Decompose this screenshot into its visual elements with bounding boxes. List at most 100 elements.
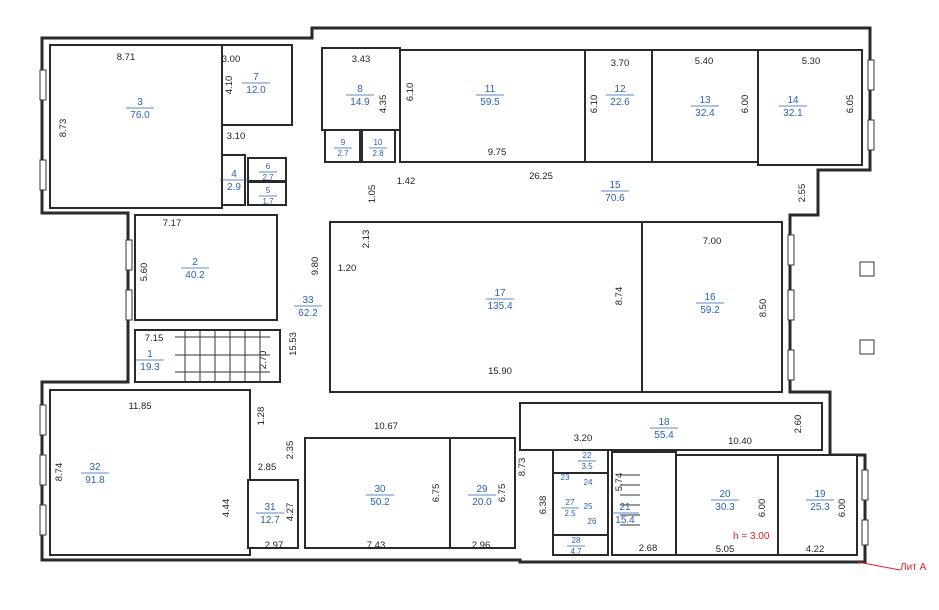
room-16 <box>641 221 783 393</box>
stairs <box>175 330 640 526</box>
room-number: 28 <box>572 536 581 545</box>
room-label-7: 712.0 <box>242 72 270 96</box>
room-label-8: 814.9 <box>346 84 374 108</box>
room-area: 12.7 <box>260 515 280 526</box>
room-area: 2.8 <box>372 149 384 158</box>
dimension-label: 1.28 <box>256 407 267 426</box>
room-number: 18 <box>658 417 670 428</box>
room-number: 22 <box>583 451 592 460</box>
room-number: 6 <box>266 162 271 171</box>
room-area: 50.2 <box>370 497 390 508</box>
room-number: 12 <box>614 84 626 95</box>
room-29 <box>449 437 516 549</box>
dimension-label: 6.00 <box>740 95 751 114</box>
dimension-label: 2.70 <box>258 351 269 370</box>
dimension-label: 8.74 <box>614 287 625 306</box>
dimension-label: 2.55 <box>797 184 808 203</box>
room-area: 3.5 <box>581 462 593 471</box>
room-label-4: 42.9 <box>220 169 248 193</box>
room-label-25: 25 <box>584 502 593 511</box>
room-number: 11 <box>485 84 496 95</box>
dimension-label: 11.85 <box>128 401 151 412</box>
room-area: 32.4 <box>695 108 715 119</box>
room-number: 13 <box>699 95 711 106</box>
room-label-22: 223.5 <box>578 451 596 471</box>
dimension-label: 8.73 <box>58 119 69 138</box>
room-14 <box>757 49 863 166</box>
dimension-label: 4.44 <box>221 499 232 518</box>
room-label-28: 284.7 <box>567 536 585 556</box>
room-label-6: 62.7 <box>259 162 277 182</box>
room-9 <box>324 129 361 163</box>
room-number: 1 <box>147 349 153 360</box>
room-area: 62.2 <box>298 308 318 319</box>
room-area: 2.7 <box>262 173 274 182</box>
dimension-label: 2.35 <box>285 441 296 460</box>
room-label-2: 240.2 <box>181 257 209 281</box>
room-1 <box>134 329 281 383</box>
room-12 <box>584 49 653 163</box>
dimension-label: 2.13 <box>361 230 372 249</box>
dimension-label: 2.97 <box>265 540 284 551</box>
room-number: 32 <box>89 462 101 473</box>
room-area: 4.7 <box>570 547 582 556</box>
room-number: 30 <box>374 484 386 495</box>
room-area: 20.0 <box>472 497 492 508</box>
room-32 <box>49 389 251 556</box>
windows <box>39 59 875 546</box>
dimension-label: 2.85 <box>258 462 277 473</box>
room-area: 76.0 <box>130 110 150 121</box>
room-number: 33 <box>302 295 314 306</box>
room-30 <box>304 437 451 549</box>
room-20 <box>675 454 779 556</box>
room-label-3: 376.0 <box>126 97 154 121</box>
dimension-label: 3.43 <box>352 54 371 65</box>
room-area: 91.8 <box>85 475 105 486</box>
room-area: 1.7 <box>262 197 274 206</box>
room-number: 24 <box>584 478 593 487</box>
dimension-label: 7.43 <box>367 540 386 551</box>
room-label-12: 12 22.6 <box>606 84 634 108</box>
room-label-13: 13 32.4 <box>691 95 719 119</box>
dimension-label: 1.42 <box>397 176 416 187</box>
dimension-label: 1.20 <box>338 263 357 274</box>
dimension-label: 10.67 <box>374 421 398 432</box>
room-18 <box>519 402 823 451</box>
room-area: 55.4 <box>654 430 674 441</box>
dimension-label: 6.10 <box>405 83 416 102</box>
dimension-label: 3.70 <box>611 58 630 69</box>
room-number: 8 <box>357 84 363 95</box>
room-27 <box>552 472 609 536</box>
dimension-label: 8.71 <box>117 52 136 63</box>
dimension-label: 4.27 <box>285 503 296 522</box>
dimension-label: 5.40 <box>695 56 714 67</box>
dimension-label: 10.40 <box>728 436 752 447</box>
room-area: 22.6 <box>610 97 630 108</box>
room-number: 9 <box>341 138 346 147</box>
room-label-33: 33 62.2 <box>294 295 322 319</box>
dimension-label: 4.22 <box>806 544 825 555</box>
room-number: 5 <box>266 186 271 195</box>
room-area: 15.4 <box>615 515 635 526</box>
room-number: 16 <box>704 292 716 303</box>
dimension-label: 6.05 <box>845 95 856 114</box>
dimension-label: 4.10 <box>224 76 235 95</box>
room-area: 12.0 <box>246 85 266 96</box>
dimension-label: 6.10 <box>589 95 600 114</box>
room-number: 7 <box>253 72 259 83</box>
room-5 <box>247 181 287 206</box>
room-area: 40.2 <box>185 270 205 281</box>
dimension-label: 26.25 <box>529 171 553 182</box>
dimension-label: 7.17 <box>163 218 182 229</box>
room-area: 30.3 <box>715 502 735 513</box>
dimension-label: 4.35 <box>378 95 389 114</box>
room-21 <box>611 451 677 556</box>
room-number: 2 <box>192 257 198 268</box>
